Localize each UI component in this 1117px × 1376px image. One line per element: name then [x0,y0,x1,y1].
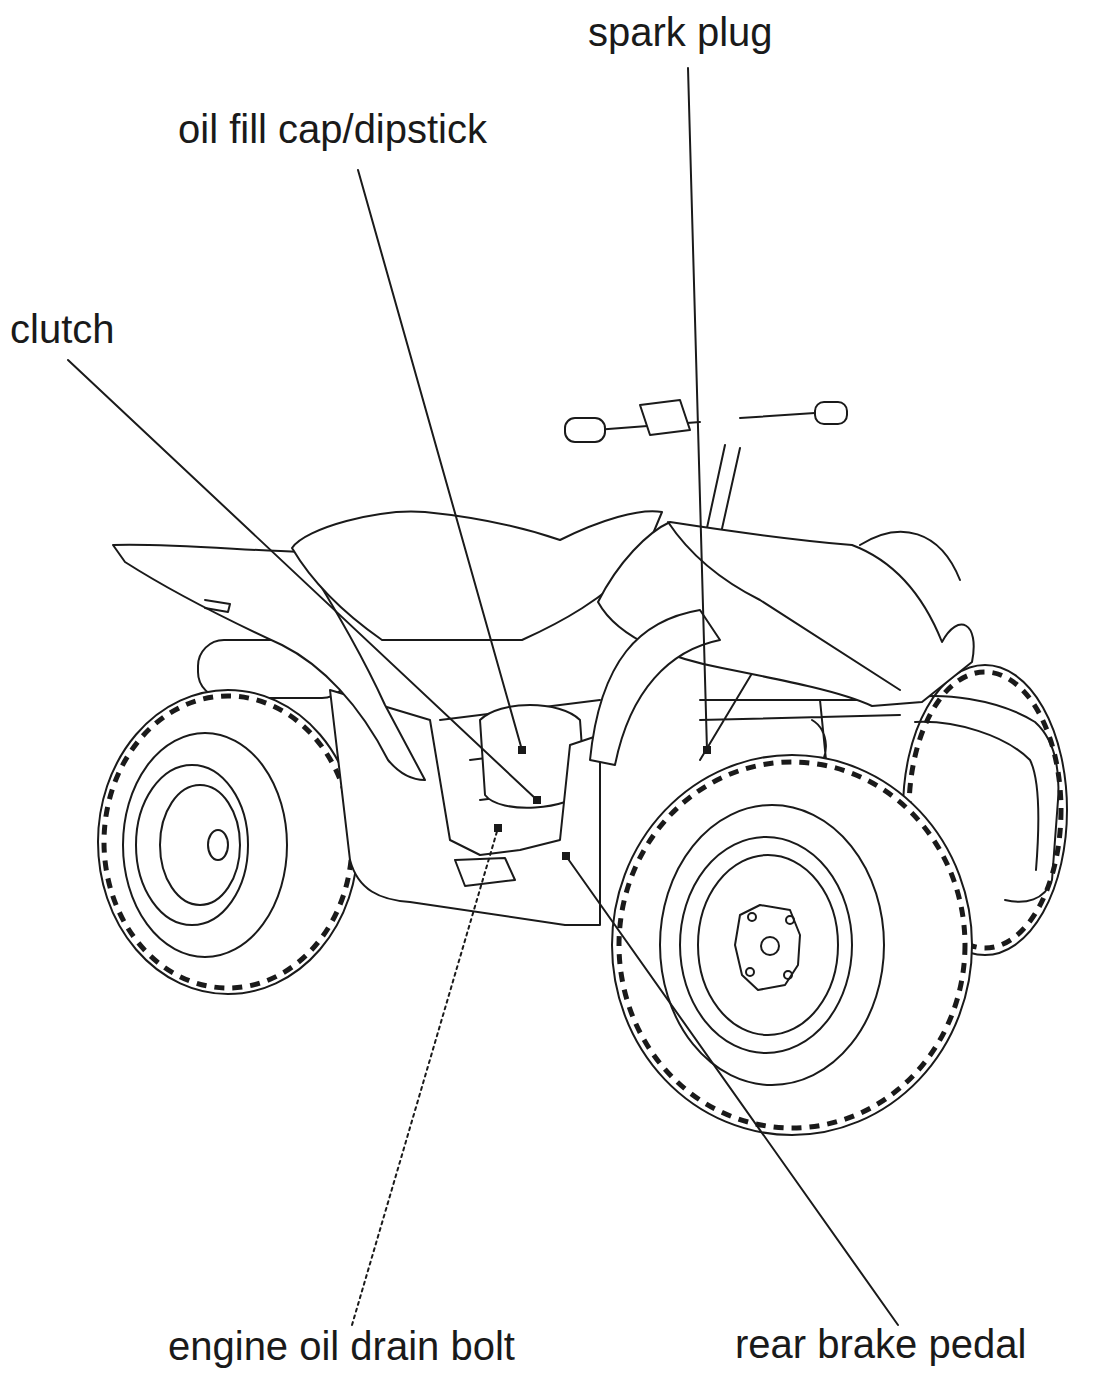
lug-nut [786,916,794,924]
leader-dot [494,824,502,832]
seat [292,511,662,640]
front-sidewall [660,805,884,1085]
leader-line [566,856,898,1325]
leader-line [688,68,707,750]
tire-tread [104,696,352,988]
tire-tread [619,762,965,1128]
leader-dot [703,746,711,754]
part-label: oil fill cap/dipstick [178,105,487,153]
lug-nut [748,913,756,921]
part-label: rear brake pedal [735,1320,1026,1368]
lug-nut [784,971,792,979]
body-line [668,522,960,690]
front-fender-edge [590,610,720,765]
hub-center [761,937,779,955]
leader-dot [518,746,526,754]
front-rim [680,837,852,1053]
grip [815,402,847,424]
rear-wheel [98,690,358,994]
grip [565,418,605,442]
front-wheel [612,755,972,1135]
leader-line [68,360,537,800]
rear-rim [136,765,248,925]
throttle-housing [640,400,690,435]
handlebar [595,412,830,430]
rear-hub [208,830,228,860]
leader-dot [533,796,541,804]
lug-nut [746,968,754,976]
front-hub [735,905,800,990]
rear-rim [160,785,240,905]
leader-line [352,828,498,1325]
front-rim [698,855,838,1035]
part-label: spark plug [588,8,773,56]
part-label: clutch [10,305,115,353]
tail-light [205,600,230,612]
part-label: engine oil drain bolt [168,1322,515,1370]
rear-sidewall [123,733,287,957]
leader-dot [562,852,570,860]
leader-line [358,170,522,750]
